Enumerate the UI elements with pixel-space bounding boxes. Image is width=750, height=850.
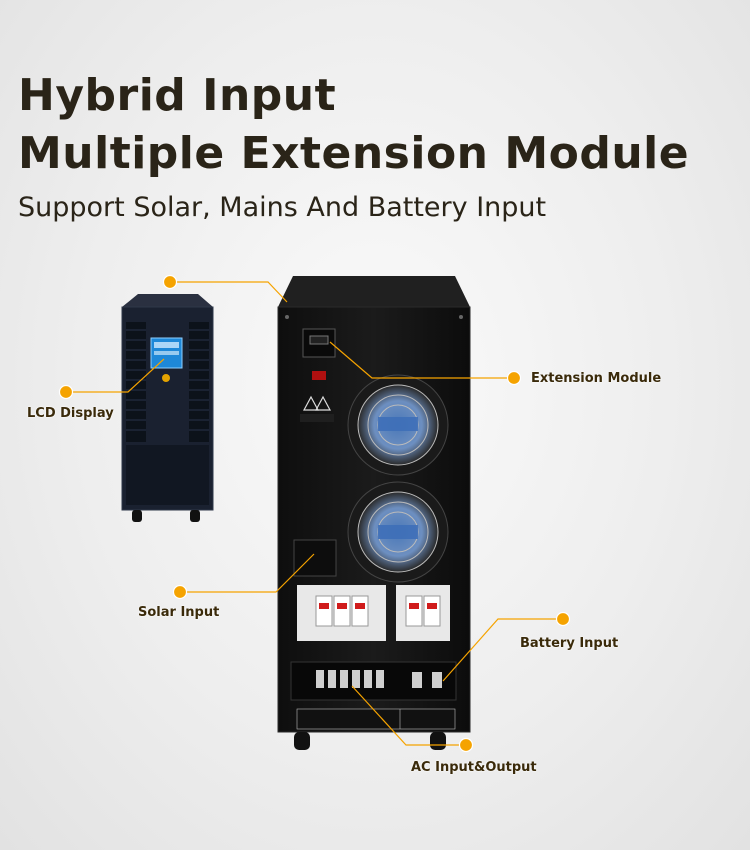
cooling-fan-top [347, 374, 449, 476]
vent-grid-left [126, 322, 209, 442]
callout-solar-input: Solar Input [138, 605, 220, 620]
callout-extension-module: Extension Module [531, 371, 662, 386]
cooling-fan-bottom [347, 481, 449, 583]
power-switch [312, 371, 326, 380]
callout-dot-ac [458, 737, 474, 753]
large-inverter-cabinet [277, 276, 471, 750]
callout-dot-lcd [58, 384, 74, 400]
callout-leaders [66, 281, 563, 746]
subtitle: Support Solar, Mains And Battery Input [18, 192, 547, 223]
headline-line-2: Multiple Extension Module [18, 128, 690, 179]
callout-dot-battery [555, 611, 571, 627]
callout-battery-input: Battery Input [520, 636, 619, 651]
callout-dot-solar [172, 584, 188, 600]
brand-logo-icon [162, 374, 170, 382]
terminal-strip [290, 661, 457, 701]
callout-ac-input-output: AC Input&Output [411, 760, 537, 775]
solar-input-panel [293, 539, 337, 577]
headline-line-1: Hybrid Input [18, 70, 337, 121]
callout-dot-top [162, 274, 178, 290]
small-inverter-cabinet [121, 294, 214, 522]
breaker-panel-left [297, 585, 386, 641]
callout-dot-extension [506, 370, 522, 386]
io-label-strip [296, 708, 456, 730]
breaker-panel-right [396, 585, 450, 641]
rs232-port [302, 328, 336, 358]
callout-lcd-display: LCD Display [27, 406, 114, 421]
